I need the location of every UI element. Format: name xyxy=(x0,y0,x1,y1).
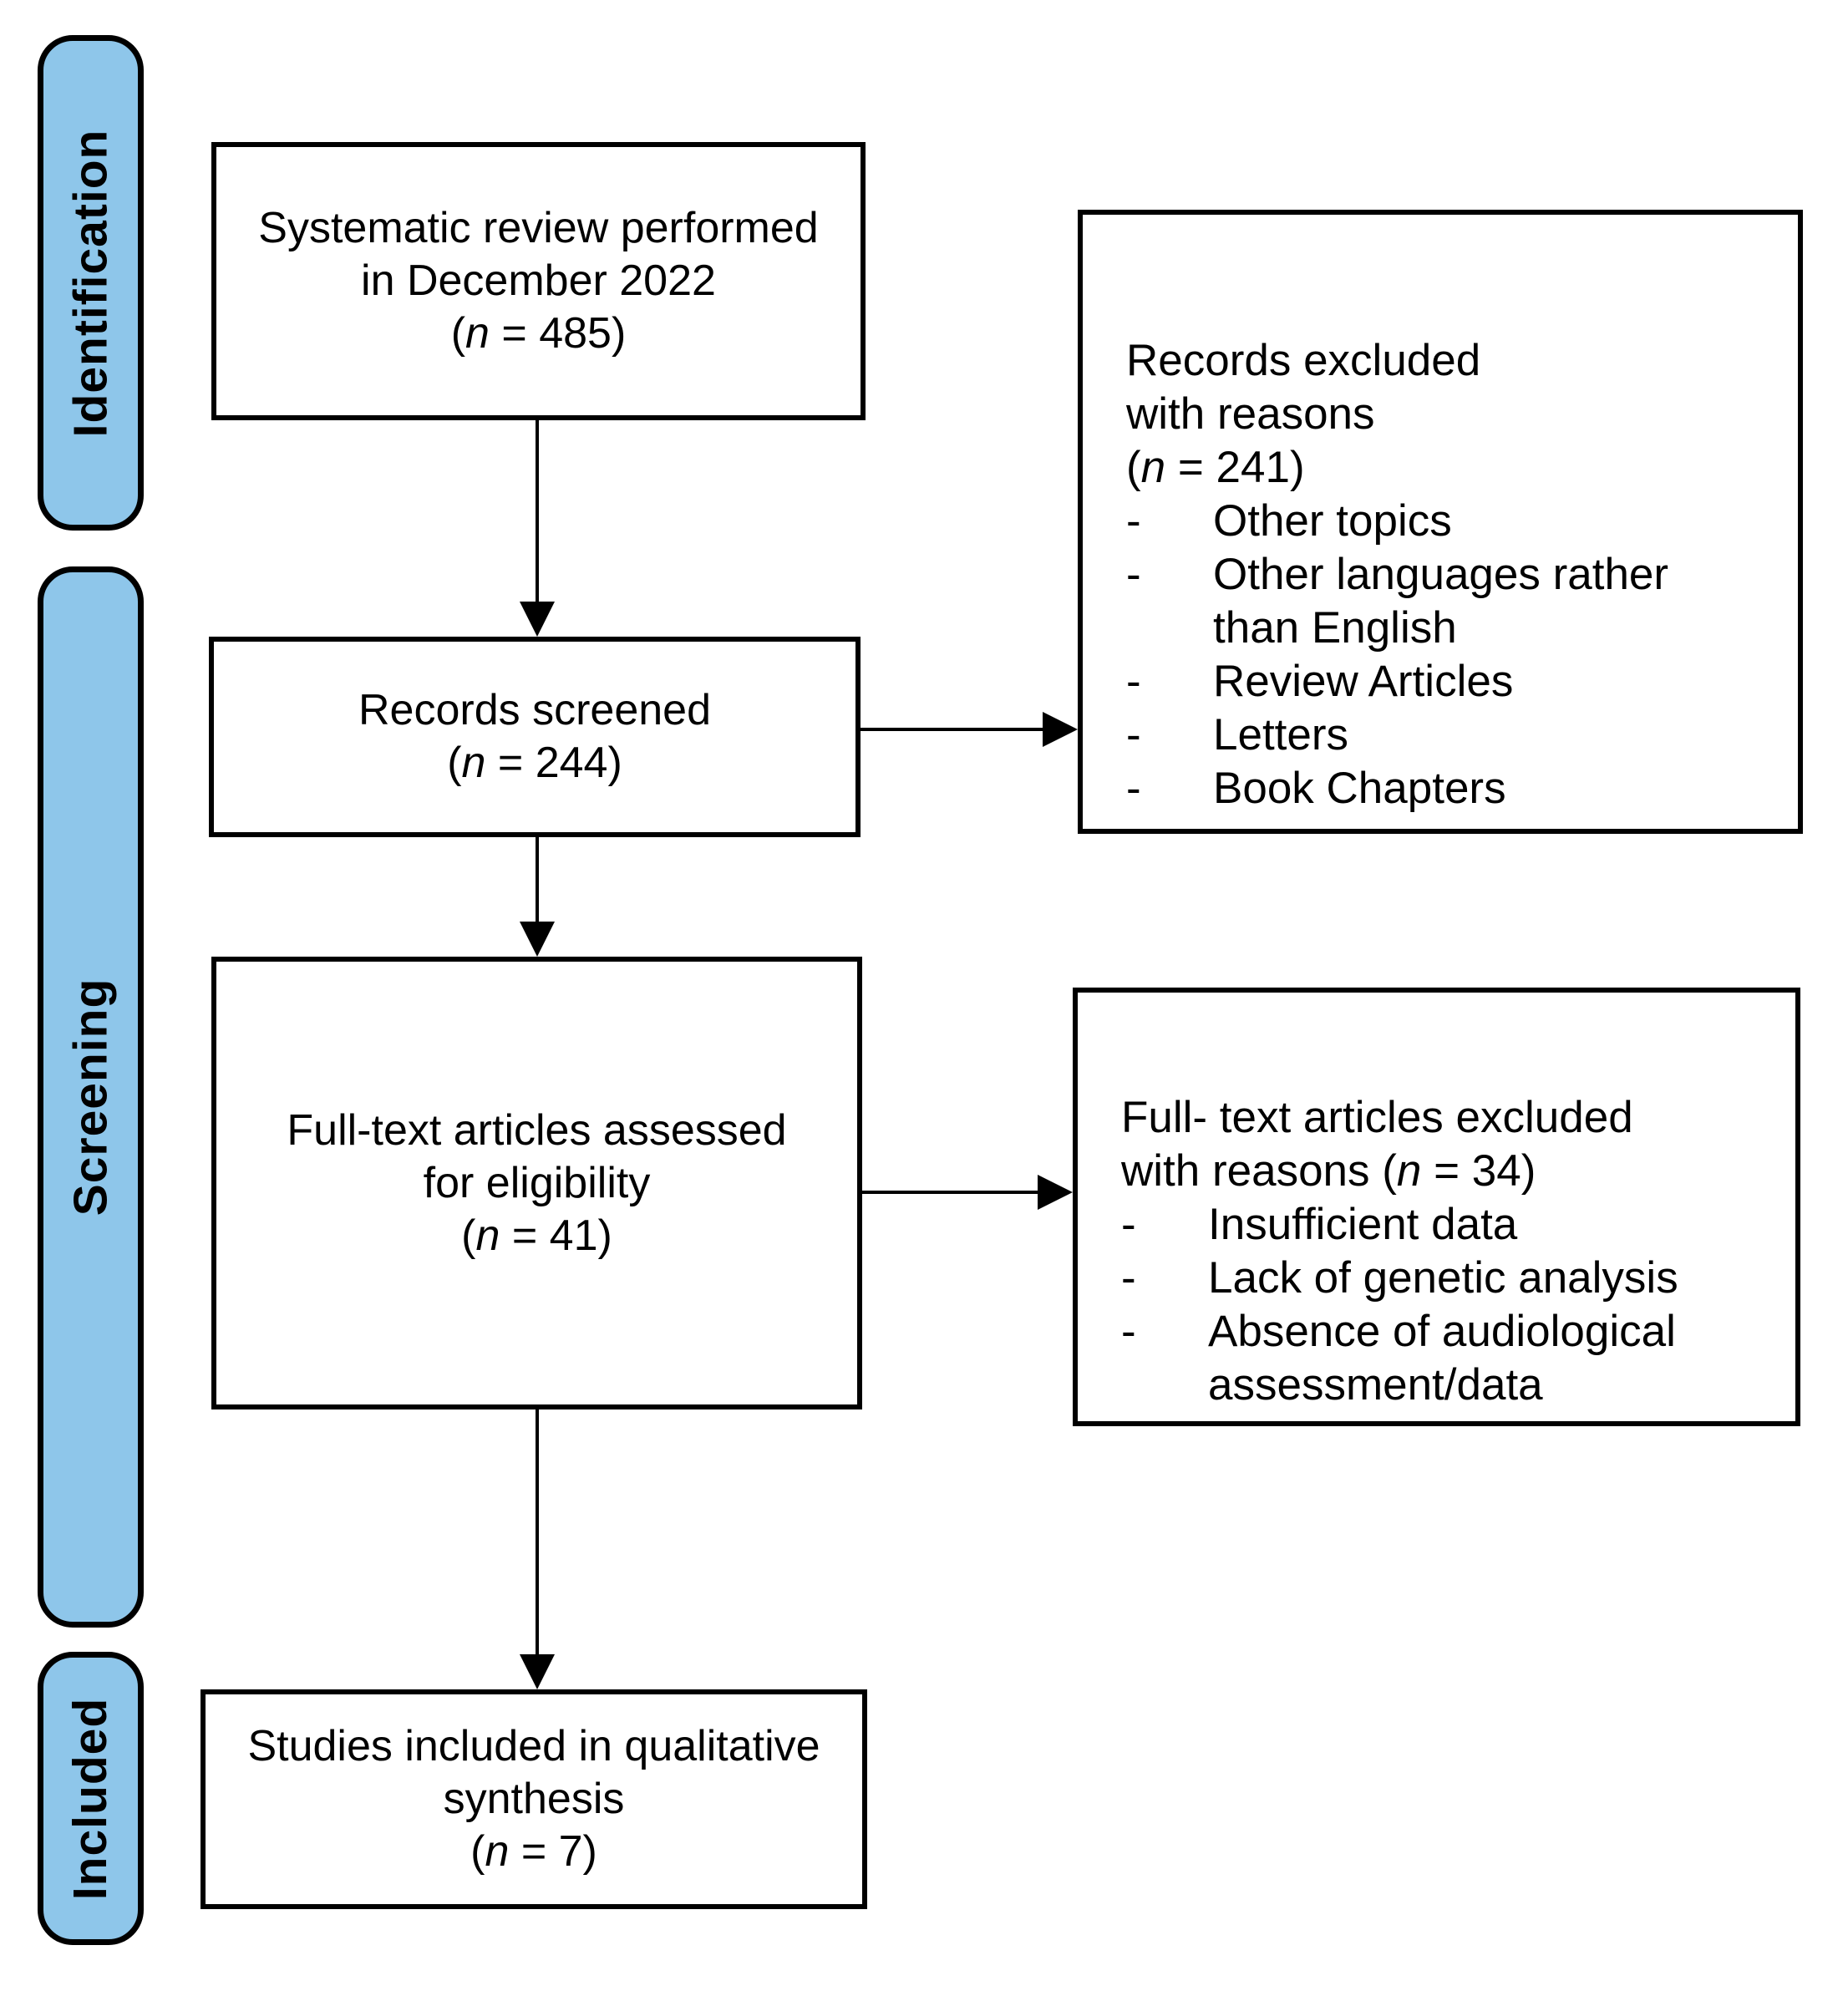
exclusion-header-line: Records excluded xyxy=(1126,336,1481,385)
exclusion-reason-item: Other languages rather than English xyxy=(1126,548,1766,655)
stage-label-included: Included xyxy=(38,1652,144,1945)
arrowhead-right-icon xyxy=(1043,712,1078,747)
exclusion-reason-item: Insufficient data xyxy=(1121,1198,1764,1252)
exclusion-reason-text: Lack of genetic analysis xyxy=(1208,1253,1678,1303)
box-stat-line: (n = 485) xyxy=(450,309,627,358)
arrowhead-down-icon xyxy=(520,602,555,637)
exclusion-reason-text: Letters xyxy=(1213,710,1349,759)
flow-box-fulltext-assessed: Full-text articles assessed for eligibil… xyxy=(211,957,862,1409)
exclusion-reason-item: Other topics xyxy=(1126,495,1766,548)
dash-bullet xyxy=(1126,548,1213,655)
stage-label-text: Screening xyxy=(63,978,118,1216)
flow-box-systematic-review: Systematic review performed in December … xyxy=(211,142,866,420)
exclusion-reason-text: Insufficient data xyxy=(1208,1200,1518,1249)
arrow-line-box1-to-box2 xyxy=(536,419,539,605)
exclusion-reason-item: Letters xyxy=(1126,709,1766,762)
exclusion-header-line: Full- text articles excluded xyxy=(1121,1093,1633,1142)
exclusion-reason-text: Other languages rather than English xyxy=(1213,550,1669,653)
exclusion-reasons-list: Other topics Other languages rather than… xyxy=(1126,495,1766,815)
exclusion-reason-text: Other topics xyxy=(1213,496,1452,546)
exclusion-reason-text: Review Articles xyxy=(1213,657,1514,706)
box-stat-line: (n = 41) xyxy=(461,1211,612,1260)
dash-bullet xyxy=(1121,1305,1208,1412)
exclusion-reason-item: Absence of audiological assessment/data xyxy=(1121,1305,1764,1412)
dash-bullet xyxy=(1121,1252,1208,1305)
box-stat-line: (n = 7) xyxy=(470,1827,597,1876)
flow-box-records-screened: Records screened (n = 244) xyxy=(209,637,861,837)
exclusion-reasons-list: Insufficient data Lack of genetic analys… xyxy=(1121,1198,1764,1412)
dash-bullet xyxy=(1121,1198,1208,1252)
box-text-line: for eligibility xyxy=(423,1158,651,1207)
exclusion-reason-item: Book Chapters xyxy=(1126,762,1766,815)
arrowhead-right-icon xyxy=(1038,1175,1073,1210)
stage-label-screening: Screening xyxy=(38,566,144,1628)
exclusion-header-line: with reasons xyxy=(1126,389,1375,439)
dash-bullet xyxy=(1126,655,1213,709)
exclusion-box-records-excluded: Records excluded with reasons (n = 241) … xyxy=(1078,210,1803,834)
stage-label-text: Included xyxy=(63,1697,118,1900)
arrow-line-box3-to-exclusions2 xyxy=(862,1191,1041,1194)
stage-label-text: Identification xyxy=(63,129,118,437)
box-text-line: in December 2022 xyxy=(361,256,716,305)
exclusion-box-fulltext-excluded: Full- text articles excluded with reason… xyxy=(1073,988,1800,1426)
box-text-line: synthesis xyxy=(443,1775,625,1823)
box-text-line: Studies included in qualitative xyxy=(247,1722,820,1770)
exclusion-reason-text: Absence of audiological assessment/data xyxy=(1208,1307,1676,1409)
exclusion-header-line: with reasons (n = 34) xyxy=(1121,1146,1536,1196)
dash-bullet xyxy=(1126,762,1213,815)
box-text-line: Records screened xyxy=(358,686,711,734)
arrowhead-down-icon xyxy=(520,922,555,957)
arrow-line-box2-to-exclusions1 xyxy=(861,728,1046,731)
arrow-line-box2-to-box3 xyxy=(536,837,539,923)
dash-bullet xyxy=(1126,709,1213,762)
arrow-line-box3-to-box4 xyxy=(536,1409,539,1658)
flow-box-studies-included: Studies included in qualitative synthesi… xyxy=(201,1689,867,1909)
box-text-line: Full-text articles assessed xyxy=(287,1105,787,1155)
box-text-line: Systematic review performed xyxy=(258,204,819,252)
arrowhead-down-icon xyxy=(520,1654,555,1689)
exclusion-reason-item: Lack of genetic analysis xyxy=(1121,1252,1764,1305)
dash-bullet xyxy=(1126,495,1213,548)
exclusion-header-line: (n = 241) xyxy=(1126,443,1305,492)
box-stat-line: (n = 244) xyxy=(447,739,622,787)
exclusion-reason-item: Review Articles xyxy=(1126,655,1766,709)
exclusion-reason-text: Book Chapters xyxy=(1213,764,1506,813)
stage-label-identification: Identification xyxy=(38,35,144,531)
